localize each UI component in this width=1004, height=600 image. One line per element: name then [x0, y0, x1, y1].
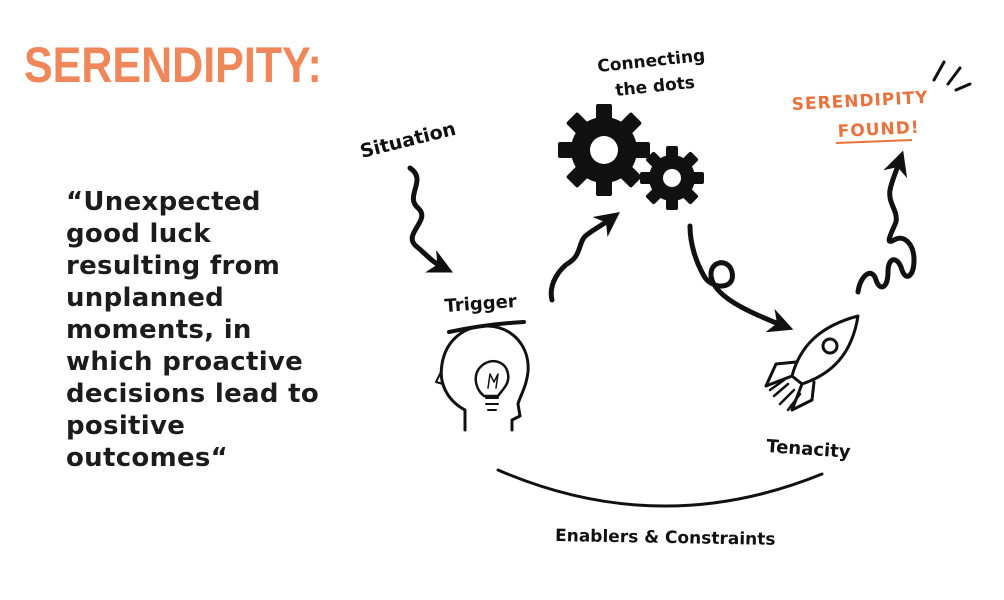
- gears-to-rocket-arrow: [687, 223, 794, 333]
- situation-arrow: [407, 165, 453, 273]
- enablers-label: Enablers & Constraints: [555, 526, 776, 550]
- page-title: SERENDIPITY:: [24, 37, 322, 93]
- burst-marks-icon: [932, 60, 972, 92]
- rocket-icon: [764, 314, 860, 412]
- tenacity-label: Tenacity: [766, 436, 852, 463]
- enablers-arc: [496, 468, 824, 508]
- gears-icon: [558, 104, 704, 210]
- definition-quote: “Unexpected good luck resulting from unp…: [66, 187, 320, 473]
- serendipity-found-line2: FOUND!: [837, 118, 920, 142]
- head-lightbulb-icon: [435, 324, 530, 432]
- trigger-to-gears-arrow: [548, 212, 621, 303]
- serendipity-found-underline: [835, 139, 913, 144]
- connecting-label-line2: the dots: [614, 73, 695, 101]
- trigger-label: Trigger: [444, 291, 518, 317]
- zigzag-arrow: [855, 150, 917, 295]
- serendipity-found-line1: SERENDIPITY: [791, 88, 929, 115]
- situation-label: Situation: [358, 118, 458, 163]
